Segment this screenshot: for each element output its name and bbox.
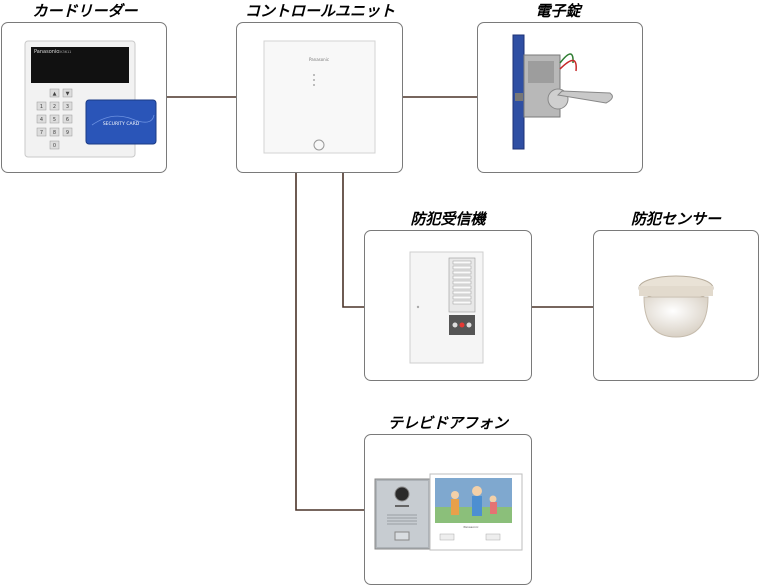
control-unit-box[interactable]: Panasonic	[236, 22, 403, 173]
card-reader-box[interactable]: Panasonic EK3611 ▲ ▼ 1 2 3 4 5 6 7 8 9	[1, 22, 167, 173]
key-9[interactable]	[62, 127, 73, 137]
key-7-label: 7	[40, 130, 43, 136]
card-reader-model: EK3611	[58, 50, 71, 54]
video-intercom-box[interactable]: Panasonic	[364, 434, 532, 585]
control-unit-emblem	[313, 139, 325, 151]
key-2-label: 2	[53, 104, 56, 110]
key-up-label: ▲	[53, 91, 57, 97]
security-sensor-illustration	[638, 275, 714, 338]
electric-lock-label: 電子錠	[535, 2, 581, 20]
key-6[interactable]	[62, 114, 73, 124]
key-8[interactable]	[49, 127, 60, 137]
key-up[interactable]	[49, 88, 60, 98]
wire-control-unit-receiver	[342, 173, 364, 308]
control-unit-label: コントロールユニット	[244, 2, 396, 20]
key-0-label: 0	[53, 143, 56, 149]
key-down[interactable]	[62, 88, 73, 98]
security-sensor-box[interactable]	[593, 230, 759, 381]
security-receiver-illustration	[409, 251, 484, 364]
key-0[interactable]	[49, 140, 60, 150]
key-1[interactable]	[36, 101, 47, 111]
key-5-label: 5	[53, 117, 56, 123]
security-card-text: SECURITY CARD	[103, 121, 140, 127]
key-1-label: 1	[40, 104, 43, 110]
key-4-label: 4	[40, 117, 43, 123]
wire-control-unit-intercom	[295, 173, 364, 511]
monitor-brand: Panasonic	[463, 525, 478, 529]
control-unit-illustration: Panasonic	[263, 40, 376, 154]
key-7[interactable]	[36, 127, 47, 137]
key-9-label: 9	[66, 130, 69, 136]
key-2[interactable]	[49, 101, 60, 111]
card-reader-label: カードリーダー	[32, 2, 138, 20]
doorbell-camera	[394, 486, 410, 502]
security-receiver-label: 防犯受信機	[410, 210, 486, 228]
key-4[interactable]	[36, 114, 47, 124]
key-6-label: 6	[66, 117, 69, 123]
key-8-label: 8	[53, 130, 56, 136]
key-down-label: ▼	[66, 91, 70, 97]
key-3[interactable]	[62, 101, 73, 111]
electric-lock-box[interactable]	[477, 22, 643, 173]
card-reader-brand: Panasonic	[34, 49, 59, 55]
security-sensor-label: 防犯センサー	[630, 210, 722, 228]
card-reader-illustration: Panasonic EK3611 ▲ ▼ 1 2 3 4 5 6 7 8 9	[24, 40, 157, 158]
video-intercom-illustration: Panasonic	[374, 473, 523, 551]
key-5[interactable]	[49, 114, 60, 124]
key-3-label: 3	[66, 104, 69, 110]
security-card	[85, 99, 157, 145]
security-receiver-box[interactable]	[364, 230, 532, 381]
video-intercom-label: テレビドアフォン	[387, 414, 509, 432]
control-unit-brand: Panasonic	[309, 57, 329, 62]
electric-lock-illustration	[512, 34, 613, 150]
